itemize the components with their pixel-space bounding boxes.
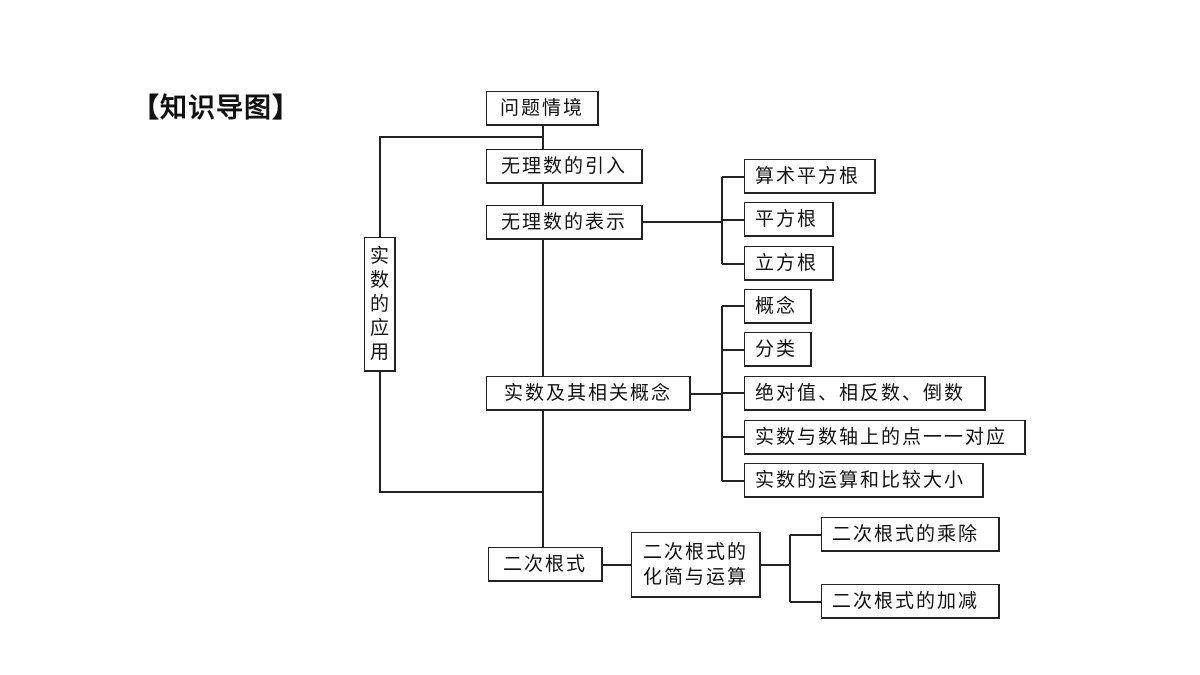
node-real-numbers-concepts: 实数及其相关概念 (486, 376, 691, 411)
node-irrational-representation: 无理数的表示 (486, 205, 643, 240)
node-real-operations: 实数的运算和比较大小 (744, 463, 984, 498)
node-label: 概念 (755, 294, 798, 317)
node-label: 实数及其相关概念 (503, 381, 672, 404)
node-irrational-intro: 无理数的引入 (486, 149, 643, 184)
node-classification: 分类 (744, 332, 812, 367)
node-real-number-line: 实数与数轴上的点一一对应 (744, 420, 1026, 455)
node-label: 无理数的表示 (500, 210, 627, 233)
node-label: 二次根式的乘除 (832, 522, 980, 545)
node-radical-mul-div: 二次根式的乘除 (821, 517, 1000, 552)
node-square-root: 平方根 (744, 202, 834, 237)
node-label: 算术平方根 (755, 164, 861, 187)
node-problem-situation: 问题情境 (486, 91, 599, 126)
node-label-line1: 二次根式的 (642, 540, 748, 563)
node-concept: 概念 (744, 289, 812, 324)
node-label: 二次根式的加减 (832, 589, 980, 612)
node-label-char: 应 (369, 317, 389, 339)
node-label-char: 用 (369, 341, 389, 363)
node-label-char: 实 (369, 245, 389, 267)
node-label: 二次根式 (502, 552, 587, 575)
node-label: 立方根 (755, 251, 819, 274)
node-label: 无理数的引入 (500, 154, 627, 177)
page-title: 【知识导图】 (132, 93, 300, 124)
node-radical-add-sub: 二次根式的加减 (821, 584, 1000, 619)
node-label: 绝对值、相反数、倒数 (755, 381, 966, 404)
node-arithmetic-sqrt: 算术平方根 (744, 159, 876, 194)
node-radical-simplify: 二次根式的 化简与运算 (631, 532, 761, 598)
node-real-applications: 实 数 的 应 用 (364, 237, 396, 372)
node-label: 问题情境 (499, 96, 584, 119)
node-label-line2: 化简与运算 (642, 565, 748, 588)
node-label: 分类 (755, 337, 798, 360)
node-label-char: 的 (369, 293, 389, 315)
node-quadratic-radical: 二次根式 (488, 547, 603, 582)
node-label: 平方根 (755, 207, 819, 230)
node-label: 实数的运算和比较大小 (755, 468, 966, 491)
node-cube-root: 立方根 (744, 246, 834, 281)
node-label-char: 数 (369, 269, 389, 291)
node-label: 实数与数轴上的点一一对应 (755, 425, 1008, 448)
node-abs-opposite-reciprocal: 绝对值、相反数、倒数 (744, 376, 986, 411)
